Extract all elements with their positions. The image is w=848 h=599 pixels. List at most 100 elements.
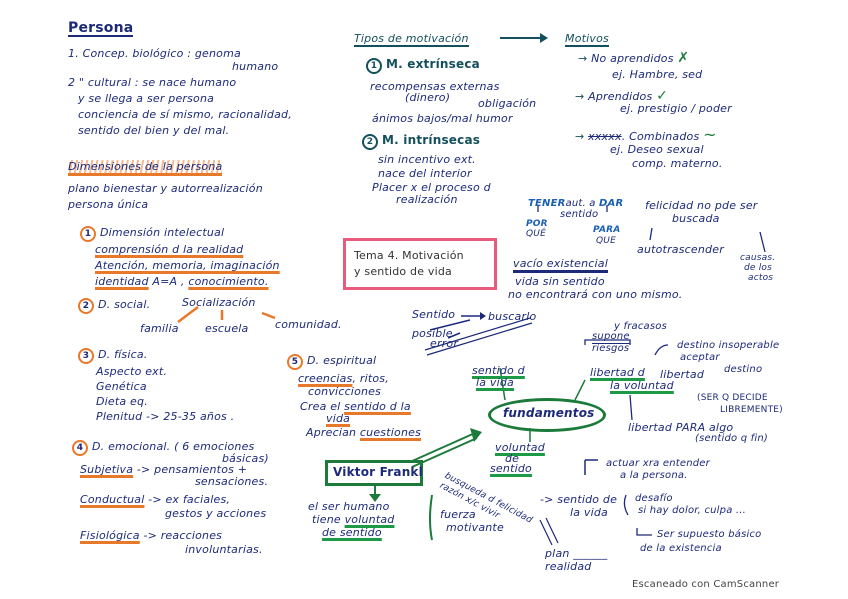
number-badge: 3: [78, 348, 94, 364]
motivo-label: No aprendidos: [591, 52, 674, 65]
dimensiones-title: Dimensiones de la persona: [68, 160, 223, 176]
sentido-de-la-vida-frankl-2: la vida: [570, 506, 608, 519]
sentido-de-la-vida: sentido d: [472, 364, 525, 377]
motivo-example: ej. prestigio / poder: [620, 102, 732, 115]
text: sentido d la: [344, 400, 411, 413]
arrow-right-icon: →: [578, 52, 588, 65]
para-que: PARA: [593, 225, 621, 235]
motivo-example: comp. materno.: [632, 157, 723, 170]
vacio-line1: vida sin sentido: [515, 275, 605, 288]
text: -> pensamientos +: [136, 463, 248, 476]
vacio-existencial: vacío existencial: [513, 257, 608, 273]
dimension-title: D. espiritual: [307, 354, 377, 367]
fisica-item: Genética: [96, 380, 147, 393]
text: TENER: [528, 198, 566, 209]
fracasos: y fracasos: [614, 321, 668, 332]
persona-title: Persona: [68, 20, 134, 37]
text: conocimiento.: [188, 275, 269, 288]
m-intrinseca: 2 M. intrínsecas: [362, 134, 480, 150]
check-icon: ✓: [656, 88, 669, 104]
libertad: libertad: [660, 368, 705, 381]
sub-label: Fisiológica: [80, 529, 140, 542]
supuesto-basico: Ser supuesto básico: [657, 529, 762, 540]
realidad: realidad: [545, 560, 592, 573]
destino: destino: [724, 364, 763, 375]
causas3: actos: [748, 273, 774, 283]
intrinseca-line: Placer x el proceso d: [372, 181, 491, 194]
tilde-icon: ~: [703, 125, 717, 144]
topic-title-box: Tema 4. Motivación y sentido de vida: [343, 238, 497, 290]
destino-insoperable: destino insoperable: [677, 340, 780, 351]
viktor-frankl-box: Viktor Frankl: [325, 460, 423, 486]
vacio-line2: no encontrará con uno mismo.: [508, 288, 683, 301]
motivation-title: M. extrínseca: [386, 57, 480, 71]
emocional-sub-text2: gestos y acciones: [165, 507, 267, 520]
persona-item-2d: sentido del bien y del mal.: [78, 124, 230, 137]
sentido-de-la-vida-frankl: -> sentido de: [540, 493, 618, 506]
extrinseca-line: recompensas externas: [370, 80, 500, 93]
desafio-2: si hay dolor, culpa ...: [638, 505, 747, 516]
fuerza-motivante-2: motivante: [446, 521, 504, 534]
dimension-title: D. física.: [98, 348, 148, 361]
supone-riesgos: supone: [592, 331, 630, 344]
fisica-item: Aspecto ext.: [96, 365, 168, 378]
text: , ritos,: [352, 372, 389, 385]
emocional-sub: Fisiológica -> reacciones: [80, 529, 222, 542]
ser-decide: (SER Q DECIDE: [697, 393, 768, 403]
actuar-2: a la persona.: [620, 470, 688, 481]
socializacion: Socialización: [182, 296, 256, 309]
sentido-word: sentido: [560, 209, 599, 220]
ser-decide-2: LIBREMENTE): [720, 405, 783, 415]
espiritual-line2: convicciones: [308, 385, 382, 398]
libertad-para-2: (sentido q fin): [695, 433, 769, 444]
arrow-right-icon: →: [575, 130, 585, 143]
text: identidad: [95, 275, 149, 288]
persona-item-2b: y se llega a ser persona: [78, 92, 215, 105]
text: Crea el: [300, 400, 345, 413]
voluntad-de-sentido-2: de: [505, 452, 520, 465]
persona-item-2c: conciencia de sí mismo, racionalidad,: [78, 108, 292, 121]
motivation-title: M. intrínsecas: [382, 133, 481, 147]
espiritual-line3: Crea el sentido d la: [300, 400, 411, 413]
persona-item-1b: humano: [232, 60, 279, 73]
plan: plan ______: [545, 547, 608, 560]
tipos-title: Tipos de motivación: [354, 32, 469, 47]
text: aut. a: [565, 198, 596, 209]
text: tiene: [312, 513, 345, 526]
sub-label: Subjetiva: [80, 463, 134, 476]
number-badge: 2: [362, 134, 378, 150]
frankl-line1: el ser humano: [308, 500, 390, 513]
extrinseca-line: obligación: [478, 97, 537, 110]
espiritual-line3b: vida: [326, 412, 351, 425]
sentido-label: Sentido: [412, 308, 456, 321]
supone-riesgos-2: riesgos: [592, 343, 630, 354]
text: comprensión d la realidad: [95, 243, 244, 256]
supuesto-basico-2: de la existencia: [640, 543, 722, 554]
text: -> ex faciales,: [148, 493, 231, 506]
por-que-2: QUÉ: [526, 229, 546, 239]
topic-title-line2: y sentido de vida: [354, 265, 452, 278]
viktor-frankl-label: Viktor Frankl: [333, 465, 423, 479]
por-que: POR: [526, 219, 548, 229]
text: DAR: [599, 198, 624, 209]
dimension-title: D. social.: [98, 298, 151, 311]
dimension-title: D. emocional. ( 6 emociones: [92, 440, 255, 453]
motivo-label: Combinados: [629, 130, 700, 143]
sentido-de-la-vida-2: la vida: [476, 376, 514, 389]
causas: causas.: [740, 253, 776, 263]
libertad-voluntad-2: la voluntad: [610, 379, 674, 392]
emocional-sub-text2: sensaciones.: [195, 475, 269, 488]
libertad-voluntad: libertad d: [590, 366, 645, 379]
scanner-watermark: Escaneado con CamScanner: [632, 579, 780, 590]
topic-title-line1: Tema 4. Motivación: [354, 249, 464, 262]
buscarlo-label: buscarlo: [488, 310, 537, 323]
motivo-label: Aprendidos: [588, 90, 653, 103]
dimensiones-line2: persona única: [68, 198, 149, 211]
emocional-sub-text2: involuntarias.: [185, 543, 263, 556]
dimension-fisica: 3 D. física.: [78, 348, 147, 364]
motivo-item: → No aprendidos ✗: [578, 51, 689, 65]
frankl-line2: tiene voluntad: [312, 513, 394, 526]
